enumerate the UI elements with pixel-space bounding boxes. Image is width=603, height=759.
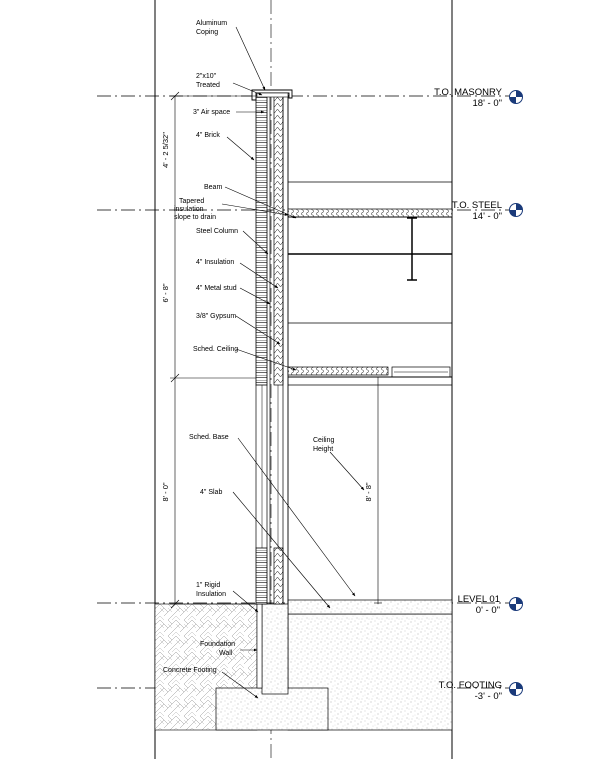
label-foundation-2: Wall xyxy=(219,650,233,657)
level-level-01[interactable]: LEVEL 01 0' - 0" xyxy=(458,594,523,616)
level-target-icon xyxy=(509,597,523,611)
label-aluminum-coping-2: Coping xyxy=(196,29,218,36)
level-target-icon xyxy=(509,203,523,217)
level-name: T.O. STEEL xyxy=(452,200,502,211)
level-name: T.O. MASONRY xyxy=(434,87,503,98)
label-slab: 4" Slab xyxy=(200,489,222,496)
label-ceiling-height-2: Height xyxy=(313,446,333,453)
label-beam: Beam xyxy=(204,184,222,191)
label-metal-stud: 4" Metal stud xyxy=(196,285,237,292)
level-elevation: -3' - 0" xyxy=(475,691,502,702)
dim-upper: 6' - 8" xyxy=(161,283,170,302)
label-sched-base: Sched. Base xyxy=(189,434,229,441)
label-ceiling-height-1: Ceiling xyxy=(313,437,335,444)
label-gypsum: 3/8" Gypsum xyxy=(196,313,236,320)
level-to-masonry[interactable]: T.O. MASONRY 18' - 0" xyxy=(434,87,523,109)
label-tapered-1: Tapered xyxy=(179,198,204,205)
label-sched-ceiling: Sched. Ceiling xyxy=(193,346,238,353)
level-to-footing[interactable]: T.O. FOOTING -3' - 0" xyxy=(439,680,523,702)
label-steel-column: Steel Column xyxy=(196,228,238,235)
level-target-icon xyxy=(509,90,523,104)
level-name: T.O. FOOTING xyxy=(439,680,502,691)
label-treated-2: Treated xyxy=(196,82,220,89)
label-tapered-2: insulation xyxy=(174,206,204,213)
label-rigid-2: Insulation xyxy=(196,591,226,598)
label-aluminum-coping-1: Aluminum xyxy=(196,20,227,27)
label-concrete-footing: Concrete Footing xyxy=(163,667,217,674)
level-target-icon xyxy=(509,682,523,696)
level-to-steel[interactable]: T.O. STEEL 14' - 0" xyxy=(452,200,523,222)
dim-lower: 8' - 0" xyxy=(161,482,170,501)
dim-parapet: 4' - 2 5/32" xyxy=(161,132,170,168)
label-rigid-1: 1" Rigid xyxy=(196,582,220,589)
label-air-space: 3" Air space xyxy=(193,109,230,116)
label-insulation: 4" Insulation xyxy=(196,259,234,266)
label-tapered-3: slope to drain xyxy=(174,214,216,221)
level-elevation: 18' - 0" xyxy=(473,98,502,109)
level-elevation: 0' - 0" xyxy=(476,605,500,616)
label-brick: 4" Brick xyxy=(196,132,220,139)
level-elevation: 14' - 0" xyxy=(473,211,502,222)
label-foundation-1: Foundation xyxy=(200,641,235,648)
level-name: LEVEL 01 xyxy=(458,594,500,605)
dim-ceiling-height: 8' - 8" xyxy=(364,482,373,501)
label-treated-1: 2"x10" xyxy=(196,73,217,80)
